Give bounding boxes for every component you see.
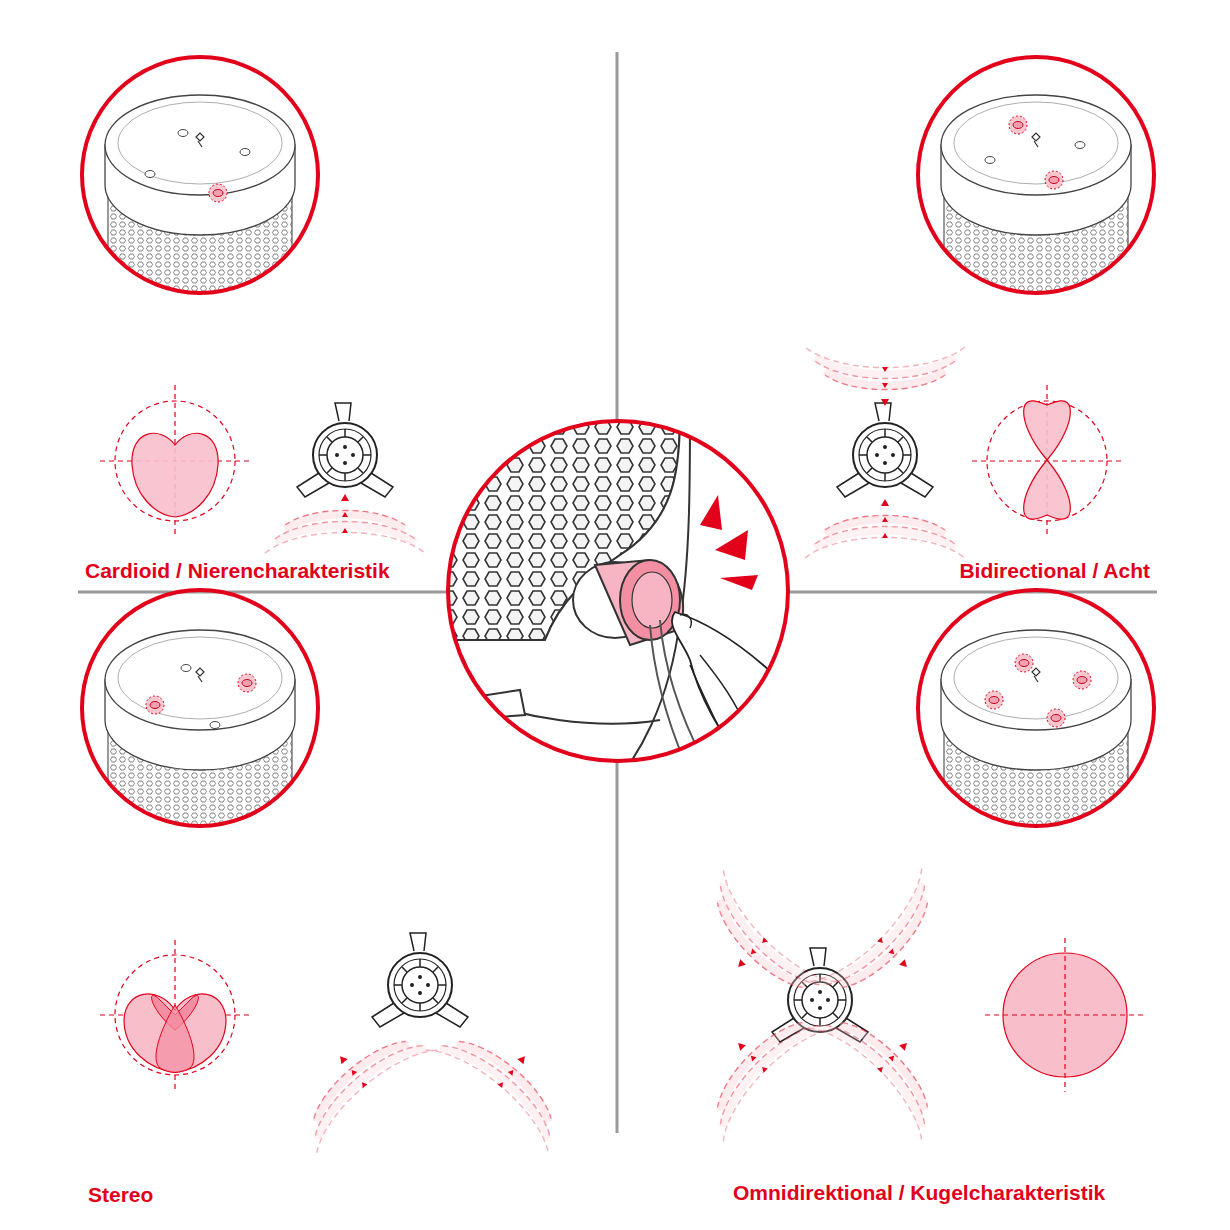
pattern-label: Omnidirektional / Kugelcharakteristik [733, 1180, 1105, 1205]
pattern-label: Cardioid / Nierencharakteristik [85, 558, 390, 583]
pattern-label: Stereo [88, 1182, 153, 1207]
pattern-label: Bidirectional / Acht [959, 558, 1150, 583]
